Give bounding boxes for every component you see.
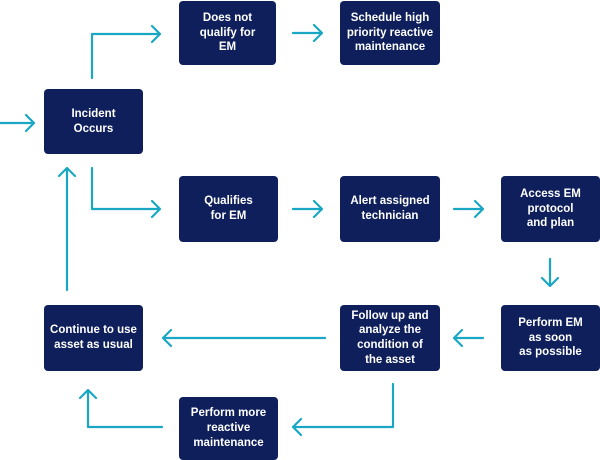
node-label: Access EM protocol and plan	[520, 187, 581, 230]
node-label: Incident Occurs	[71, 107, 116, 135]
arrow-perform-more-to-continue	[78, 388, 164, 429]
node-label: Perform EM as soon as possible	[518, 316, 583, 359]
node-label: Continue to use asset as usual	[50, 324, 137, 351]
node-follow-up-analyze: Follow up and analyze the condition of t…	[340, 305, 440, 371]
node-alert-technician: Alert assigned technician	[340, 176, 440, 242]
node-perform-em: Perform EM as soon as possible	[501, 305, 600, 371]
arrow-followup-to-perform-more	[291, 382, 395, 437]
arrow-followup-to-continue	[161, 328, 327, 348]
node-label: Does not qualify for EM	[199, 11, 256, 54]
node-label: Qualifies for EM	[204, 195, 253, 222]
node-incident-occurs: Incident Occurs	[44, 89, 143, 154]
node-schedule-reactive-maintenance: Schedule high priority reactive maintena…	[340, 1, 440, 65]
node-qualifies-for-em: Qualifies for EM	[179, 176, 278, 242]
arrow-incident-to-not-qualify	[90, 24, 162, 80]
arrow-incident-to-qualifies	[90, 166, 162, 219]
node-label: Schedule high priority reactive maintena…	[346, 11, 434, 54]
arrow-continue-to-incident	[57, 166, 77, 292]
node-perform-more-reactive: Perform more reactive maintenance	[179, 397, 278, 460]
node-label: Follow up and analyze the condition of t…	[351, 309, 429, 366]
node-label: Perform more reactive maintenance	[190, 407, 267, 449]
arrow-alert-to-access	[452, 199, 485, 219]
node-does-not-qualify: Does not qualify for EM	[179, 1, 276, 65]
arrow-qualifies-to-alert	[291, 199, 324, 219]
node-continue-use-asset: Continue to use asset as usual	[44, 305, 143, 371]
arrow-not-qualify-to-schedule	[291, 23, 324, 43]
arrow-entry-to-incident	[0, 113, 36, 133]
arrow-perform-em-to-followup	[452, 328, 485, 348]
arrow-access-to-perform-em	[540, 257, 560, 288]
node-label: Alert assigned technician	[350, 195, 430, 222]
node-access-em-protocol: Access EM protocol and plan	[501, 176, 600, 242]
